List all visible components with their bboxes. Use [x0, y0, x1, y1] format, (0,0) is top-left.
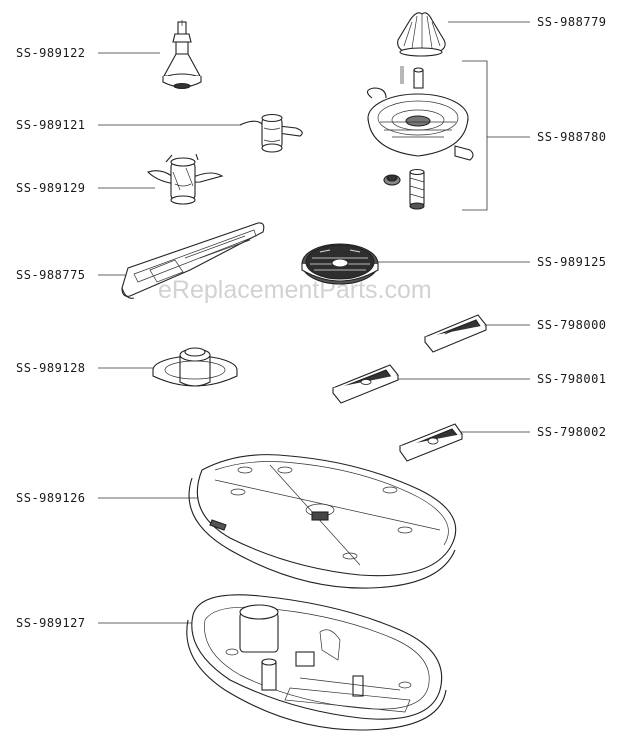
part-label-ss-988775: SS-988775	[16, 268, 86, 282]
part-label-ss-988780: SS-988780	[537, 130, 607, 144]
base-housing-bottom-icon	[186, 594, 447, 731]
mixing-blade-icon	[146, 153, 224, 205]
citrus-press-assembly-icon	[366, 66, 474, 210]
part-label-ss-989125: SS-989125	[537, 255, 607, 269]
juicer-cone-icon	[397, 12, 446, 57]
grating-insert-icon	[399, 423, 463, 462]
part-label-ss-989127: SS-989127	[16, 616, 86, 630]
watermark: eReplacementParts.com	[158, 276, 432, 304]
slicing-insert-icon	[424, 314, 487, 353]
part-label-ss-798000: SS-798000	[537, 318, 607, 332]
part-label-ss-798002: SS-798002	[537, 425, 607, 439]
leader-ss-988780	[462, 60, 488, 211]
part-label-ss-988779: SS-988779	[537, 15, 607, 29]
part-label-ss-989128: SS-989128	[16, 361, 86, 375]
part-label-ss-989129: SS-989129	[16, 181, 86, 195]
base-housing-top-icon	[188, 454, 457, 589]
leader-lines	[98, 21, 530, 624]
shaft-adapter-icon	[162, 20, 202, 90]
part-label-ss-798001: SS-798001	[537, 372, 607, 386]
drive-coupler-icon	[152, 347, 238, 387]
part-label-ss-989121: SS-989121	[16, 118, 86, 132]
part-label-ss-989122: SS-989122	[16, 46, 86, 60]
part-label-ss-989126: SS-989126	[16, 491, 86, 505]
spatula-icon	[121, 222, 265, 299]
grating-disc-icon	[301, 243, 379, 285]
shredding-insert-icon	[332, 364, 399, 404]
blade-icon	[239, 113, 303, 153]
